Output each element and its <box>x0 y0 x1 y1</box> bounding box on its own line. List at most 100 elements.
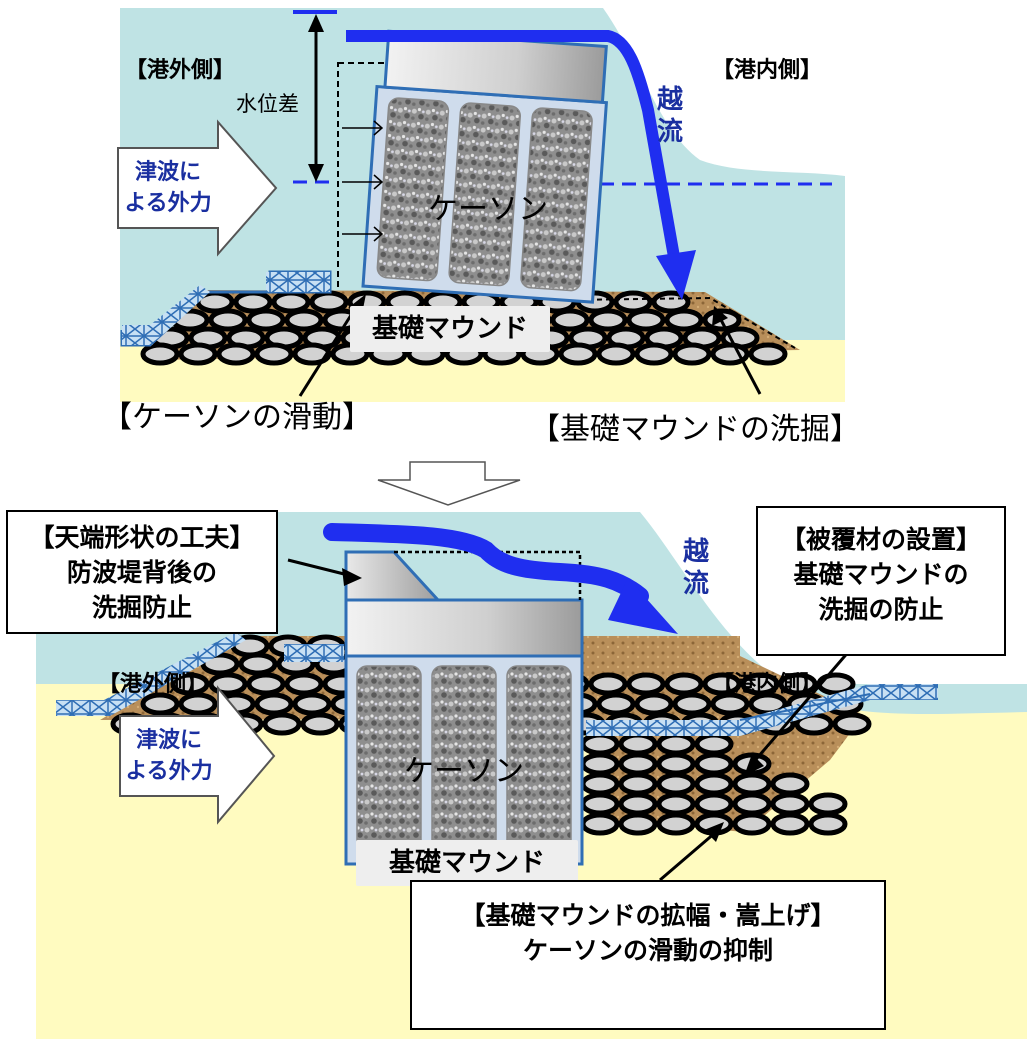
armor-stone <box>140 692 180 716</box>
armor-stone <box>300 712 340 736</box>
armor-stone <box>246 308 286 332</box>
armor-stone <box>246 672 286 696</box>
armor-stone <box>580 792 620 816</box>
armor-stone <box>580 752 620 776</box>
armor-stone <box>558 342 598 366</box>
top-armor-block <box>266 272 330 292</box>
cover-callout-line <box>750 649 852 765</box>
armor-stone <box>178 692 218 716</box>
top-sliding-label: 【ケーソンの滑動】 <box>102 400 372 435</box>
armor-stone <box>262 712 302 736</box>
top-overflow-arrow <box>346 30 682 270</box>
crown-box-title: 【天端形状の工夫】 <box>29 523 255 552</box>
armor-stone <box>664 308 704 332</box>
armor-stone <box>656 792 696 816</box>
widen-box-line2: ケーソンの滑動の抑制 <box>522 936 773 965</box>
bottom-overflow-arrowhead <box>608 578 678 634</box>
armor-stone <box>634 342 674 366</box>
armor-stone <box>216 342 256 366</box>
armor-stone <box>770 812 810 836</box>
top-inside-label: 【港内側】 <box>712 58 823 83</box>
top-diagram <box>117 8 845 402</box>
armor-stone <box>618 752 658 776</box>
bottom-armor-block <box>284 644 344 662</box>
armor-stone <box>292 342 332 366</box>
armor-stone <box>618 792 658 816</box>
armor-stone <box>672 342 712 366</box>
armor-stone <box>170 672 210 696</box>
bottom-mound-label: 基礎マウンド <box>356 840 578 886</box>
top-overflow-label: 越 流 <box>654 84 686 148</box>
armor-stone <box>309 290 349 314</box>
armor-stone <box>618 732 658 756</box>
bottom-armor-slope <box>739 693 871 721</box>
armor-stone <box>732 812 772 836</box>
top-sliding-callout-line <box>298 303 360 397</box>
armor-stone <box>254 342 294 366</box>
top-caisson <box>361 29 609 304</box>
widen-box-title: 【基礎マウンドの拡幅・嵩上げ】 <box>460 901 836 930</box>
armor-stone <box>656 752 696 776</box>
armor-stone <box>740 672 780 696</box>
armor-stone <box>732 772 772 796</box>
armor-stone <box>832 712 872 736</box>
top-force-label: 津波に よる外力 <box>118 157 218 219</box>
armor-stone <box>580 772 620 796</box>
armor-stone <box>618 772 658 796</box>
cover-material-box: 【被覆材の設置】 基礎マウンドの 洗掘の防止 <box>756 506 1006 656</box>
armor-stone <box>656 732 696 756</box>
bottom-crown-outline <box>394 550 582 600</box>
bottom-force-label: 津波に よる外力 <box>120 725 218 787</box>
crown-box-line3: 洗掘防止 <box>91 593 192 622</box>
armor-stone <box>596 692 636 716</box>
cover-box-line2: 基礎マウンドの <box>793 560 969 589</box>
armor-stone <box>208 308 248 332</box>
top-scour-label: 【基礎マウンドの洗掘】 <box>530 412 860 447</box>
top-scour-callout-head <box>712 306 728 326</box>
armor-stone <box>580 732 620 756</box>
bottom-force-arrow <box>119 685 276 825</box>
armor-stone <box>634 692 674 716</box>
cover-box-title: 【被覆材の設置】 <box>780 525 981 554</box>
armor-stone <box>284 308 324 332</box>
widen-callout-line <box>659 830 717 882</box>
bottom-overflow-arrow <box>323 523 649 605</box>
armor-stone <box>770 772 810 796</box>
top-outside-label: 【港外側】 <box>125 58 236 83</box>
armor-stone <box>694 752 734 776</box>
armor-stone <box>613 290 653 314</box>
crown-box-line2: 防波堤背後の <box>66 558 217 587</box>
top-scour-callout-line <box>718 317 762 395</box>
armor-stone <box>710 692 750 716</box>
mound-widening-box: 【基礎マウンドの拡幅・嵩上げ】 ケーソンの滑動の抑制 <box>410 880 886 1030</box>
top-overflow-line1: 越 <box>656 85 683 115</box>
bottom-overflow-line1: 越 <box>682 537 709 567</box>
top-force-line2: よる外力 <box>124 191 212 216</box>
top-armor-truss <box>122 285 210 345</box>
armor-stone <box>208 672 248 696</box>
armor-stone <box>626 672 666 696</box>
widen-callout-head <box>704 822 724 842</box>
crown-callout-line <box>287 558 353 578</box>
bottom-force-line2: よる外力 <box>125 759 213 784</box>
armor-stone <box>233 290 273 314</box>
top-overflow-arrowhead <box>656 250 696 300</box>
armor-stone <box>778 672 818 696</box>
armor-stone <box>702 672 742 696</box>
top-force-arrow <box>117 119 278 257</box>
armor-stone <box>808 792 848 816</box>
bottom-armor-left <box>56 632 246 716</box>
top-pressure-arrows <box>342 120 384 242</box>
top-level-diff-arrowhead-down <box>308 164 324 182</box>
armor-stone <box>140 342 180 366</box>
armor-stone <box>656 772 696 796</box>
crown-callout-head <box>342 568 362 586</box>
armor-stone <box>656 812 696 836</box>
transition-arrow <box>377 461 521 506</box>
armor-stone <box>588 672 628 696</box>
top-overflow-line2: 流 <box>656 117 683 147</box>
armor-stone <box>596 342 636 366</box>
armor-stone <box>694 792 734 816</box>
armor-stone <box>664 672 704 696</box>
armor-stone <box>178 342 218 366</box>
